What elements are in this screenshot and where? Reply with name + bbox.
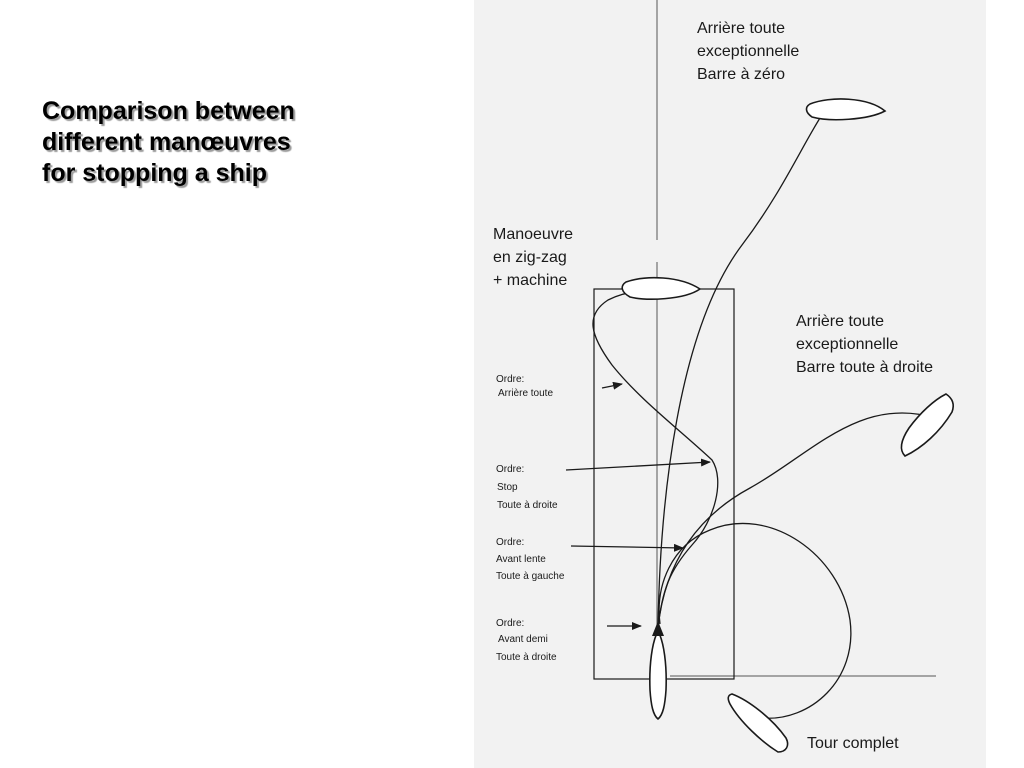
ship-hull-hard-right (900, 393, 954, 457)
trajectory-straight-stop (657, 117, 821, 629)
slide-title: Comparison between different manœuvres f… (42, 96, 422, 189)
order-label-4: Ordre: Avant demi Toute à droite (496, 618, 557, 663)
ship-bow-marker (652, 621, 664, 636)
zigzag-bounding-box (593, 288, 735, 680)
title-line-1: Comparison between (42, 97, 295, 125)
order-label-2: Ordre: Stop Toute à droite (496, 464, 558, 511)
label-full-turn: Tour complet (807, 735, 899, 752)
label-hard-right: Arrière toute exceptionnelle Barre toute… (796, 313, 933, 376)
title-line-2: different manœuvres (42, 128, 291, 156)
ship-hull-top-right (805, 98, 887, 121)
trajectory-zigzag (592, 291, 719, 629)
order-arrow-3 (570, 543, 684, 552)
order-label-1: Ordre: Arrière toute (496, 374, 553, 399)
trajectory-full-turn (658, 522, 852, 719)
order-label-3: Ordre: Avant lente Toute à gauche (496, 537, 565, 582)
order-arrow-2 (565, 458, 711, 471)
title-line-3: for stopping a ship (42, 159, 267, 187)
label-zigzag: Manoeuvre en zig-zag + machine (493, 226, 578, 289)
trajectory-hard-right (657, 412, 936, 629)
diagram-panel (474, 0, 986, 768)
label-top-right: Arrière toute exceptionnelle Barre à zér… (697, 20, 804, 83)
ship-hull-start (649, 629, 667, 721)
ship-hull-full-turn (727, 693, 789, 753)
ship-hull-zigzag (621, 276, 702, 300)
order-arrow-1 (601, 381, 623, 390)
